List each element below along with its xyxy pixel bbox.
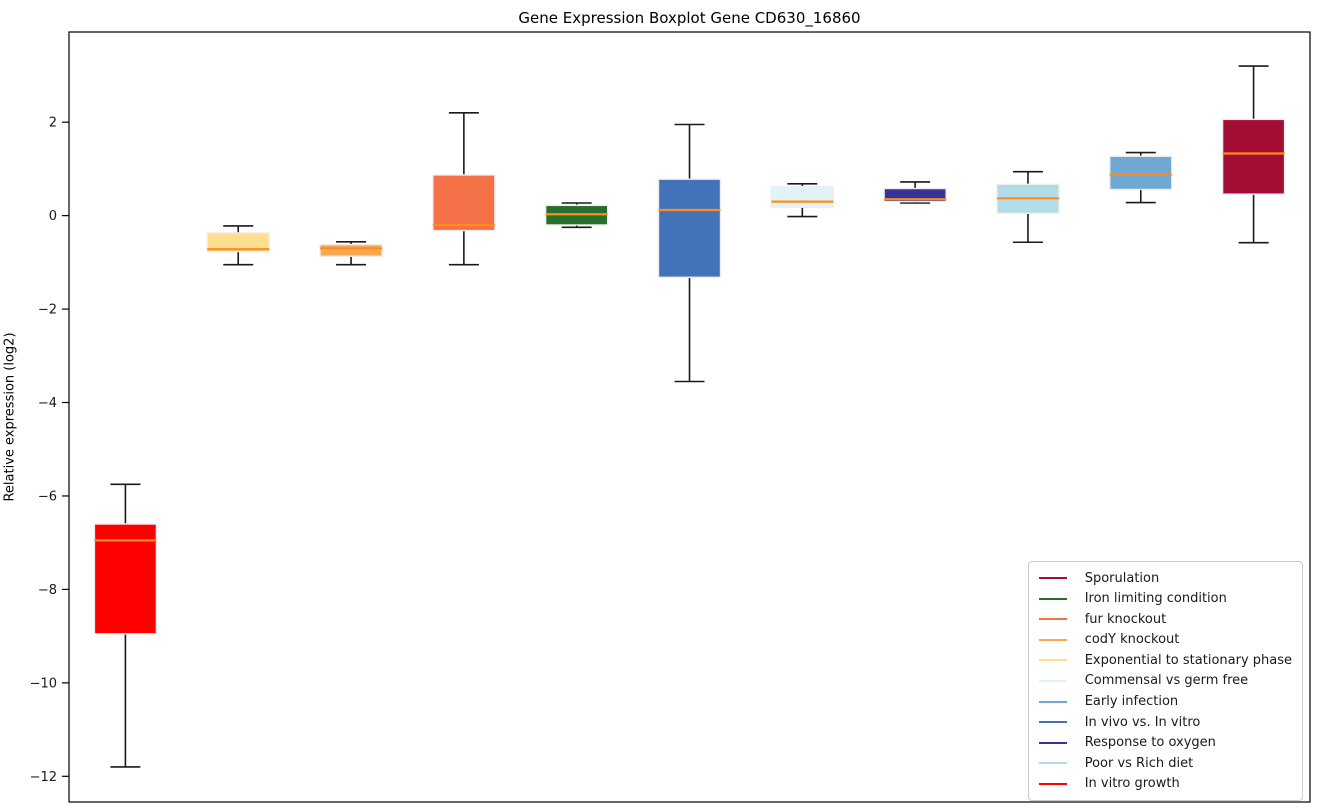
legend-entry-cody-knockout: codY knockout [1038,630,1292,650]
legend-entry-iron-limiting-condition: Iron limiting condition [1038,589,1292,609]
y-tick-label: −12 [30,770,57,785]
box [1109,155,1173,191]
legend-entry-response-to-oxygen: Response to oxygen [1038,733,1292,753]
y-tick-label: −6 [38,489,57,504]
legend-label: Sporulation [1084,570,1160,586]
legend-entry-early-infection: Early infection [1038,692,1292,712]
chart-title: Gene Expression Boxplot Gene CD630_16860 [518,9,861,27]
legend-label: Early infection [1084,694,1179,710]
boxplot-in-vivo-vs-in-vitro [657,123,722,383]
legend-color-line [1038,721,1067,724]
y-tick-label: 0 [49,209,57,224]
box [1221,118,1286,195]
legend-color-line [1038,700,1067,703]
box [770,185,835,208]
y-tick-label: −8 [38,583,57,598]
legend-entry-in-vitro-growth: In vitro growth [1038,774,1292,794]
y-tick-label: −10 [30,676,57,691]
legend-label: Response to oxygen [1084,735,1216,751]
legend-color-line [1038,741,1067,744]
boxplot-response-to-oxygen [883,181,947,204]
legend-entry-exponential-to-stationary-phase: Exponential to stationary phase [1038,650,1292,670]
boxplot-cody-knockout [319,240,383,266]
legend-entry-commensal-vs-germ-free: Commensal vs germ free [1038,671,1292,691]
legend-label: Exponential to stationary phase [1084,652,1292,668]
box [93,523,158,635]
legend-label: In vitro growth [1084,776,1180,792]
boxplot-exponential-to-stationary-phase [206,225,270,266]
legend-color-line [1038,659,1067,662]
boxplot-sporulation [1221,65,1286,244]
box [432,174,496,232]
legend-entry-in-vivo-vs-in-vitro: In vivo vs. In vitro [1038,712,1292,732]
legend-label: fur knockout [1084,611,1167,627]
legend-color-line [1038,762,1067,765]
box [206,232,270,253]
legend-entry-poor-vs-rich-diet: Poor vs Rich diet [1038,753,1292,773]
legend-color-line [1038,782,1067,785]
legend-label: codY knockout [1084,632,1180,648]
boxplot-iron-limiting-condition [544,202,609,229]
y-tick-label: −4 [38,396,57,411]
boxplot-in-vitro-growth [93,483,158,768]
legend-color-line [1038,618,1067,621]
boxplot-early-infection [1109,151,1173,204]
legend-label: Poor vs Rich diet [1084,755,1194,771]
legend-entry-sporulation: Sporulation [1038,568,1292,588]
legend-color-line [1038,679,1067,682]
box [657,178,722,278]
legend-label: In vivo vs. In vitro [1084,714,1201,730]
box [319,243,383,257]
legend-color-line [1038,577,1067,579]
legend-color-line [1038,597,1067,600]
legend-color-line [1038,638,1067,641]
boxplot-commensal-vs-germ-free [770,183,835,218]
legend-label: Commensal vs germ free [1084,673,1249,689]
boxplot-poor-vs-rich-diet [996,170,1060,244]
legend-label: Iron limiting condition [1084,591,1227,607]
boxplot-fur-knockout [432,112,496,266]
y-tick-label: 2 [49,116,57,131]
y-tick-label: −2 [38,303,57,318]
axes-frame [68,31,1311,803]
legend-entry-fur-knockout: fur knockout [1038,609,1292,629]
